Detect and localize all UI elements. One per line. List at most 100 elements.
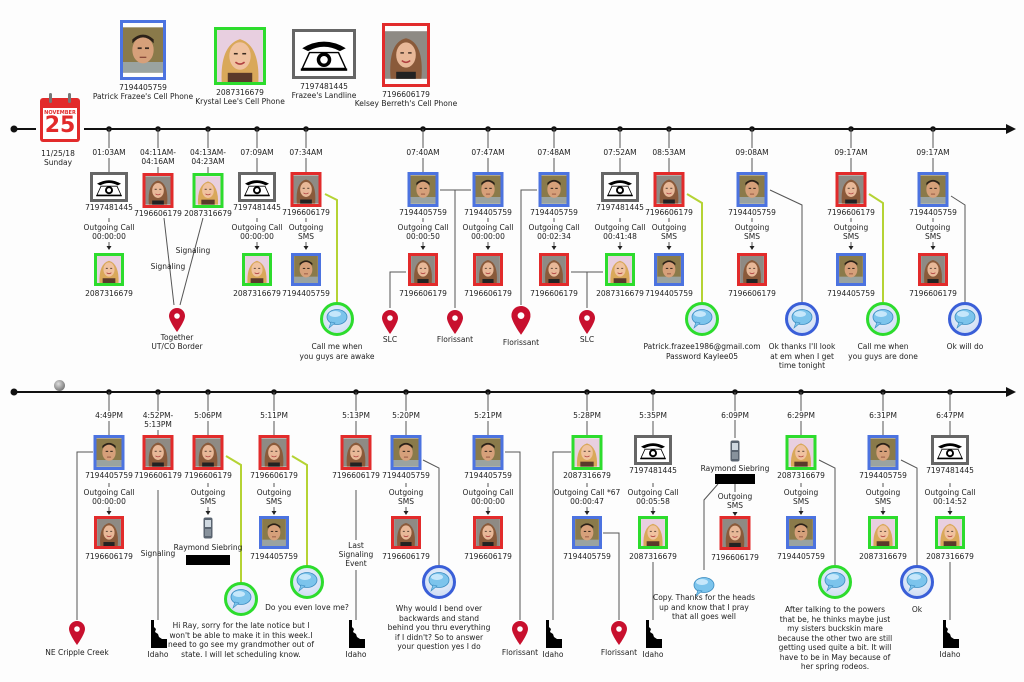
call-type: Outgoing Call bbox=[462, 488, 514, 497]
location-pin-icon[interactable] bbox=[69, 621, 85, 649]
recipient-photo[interactable] bbox=[94, 516, 124, 549]
caller-photo[interactable] bbox=[258, 435, 290, 470]
recipient-photo[interactable] bbox=[737, 253, 767, 286]
sms-message-icon[interactable] bbox=[948, 302, 982, 336]
arrow-down-icon bbox=[420, 246, 426, 250]
recipient-photo[interactable] bbox=[259, 516, 289, 549]
recipient-photo[interactable] bbox=[473, 253, 503, 286]
event-time: 07:09AM bbox=[240, 148, 274, 157]
event-time: 08:53AM bbox=[652, 148, 686, 157]
sms-message-icon[interactable] bbox=[290, 565, 324, 599]
caller-photo[interactable] bbox=[867, 435, 899, 470]
caller-photo[interactable] bbox=[407, 172, 439, 207]
caller-photo[interactable] bbox=[472, 172, 504, 207]
sms-message-icon[interactable] bbox=[866, 302, 900, 336]
event-time: 07:52AM bbox=[603, 148, 637, 157]
caller-photo[interactable] bbox=[785, 435, 817, 470]
call-type: Outgoing Call bbox=[83, 223, 135, 232]
recipient-photo[interactable] bbox=[654, 253, 684, 286]
location-pin-icon[interactable] bbox=[579, 310, 595, 338]
legend-photo-kelsey[interactable] bbox=[382, 23, 430, 87]
recipient-photo[interactable] bbox=[408, 253, 438, 286]
caller-number: 7194405759 bbox=[909, 208, 957, 217]
recipient-photo[interactable] bbox=[918, 253, 948, 286]
event-time: 5:13PM bbox=[342, 411, 370, 420]
call-type: Outgoing Call bbox=[627, 488, 679, 497]
location-pin-icon[interactable] bbox=[611, 621, 627, 649]
caller-photo[interactable] bbox=[571, 435, 603, 470]
recipient-photo[interactable] bbox=[572, 516, 602, 549]
recipient-photo[interactable] bbox=[473, 516, 503, 549]
location-pin-icon[interactable] bbox=[511, 306, 531, 339]
contact-name: Raymond Siebring bbox=[700, 464, 770, 473]
arrow-down-icon bbox=[930, 246, 936, 250]
signaling-label: Signaling bbox=[140, 549, 176, 558]
recipient-photo[interactable] bbox=[605, 253, 635, 286]
caller-photo[interactable] bbox=[601, 172, 639, 202]
caller-photo[interactable] bbox=[238, 172, 276, 202]
caller-photo[interactable] bbox=[472, 435, 504, 470]
caller-photo[interactable] bbox=[340, 435, 372, 470]
legend-photo-patrick[interactable] bbox=[120, 20, 166, 80]
location-pin-icon[interactable] bbox=[169, 308, 185, 336]
location-label: Idaho bbox=[939, 650, 961, 659]
recipient-photo[interactable] bbox=[242, 253, 272, 286]
recipient-photo[interactable] bbox=[539, 253, 569, 286]
connector-line bbox=[179, 217, 204, 306]
location-pin-icon[interactable] bbox=[382, 310, 398, 338]
caller-photo[interactable] bbox=[192, 435, 224, 470]
legend-photo-krystal[interactable] bbox=[214, 27, 266, 85]
timeline-scrub-handle[interactable] bbox=[54, 380, 65, 391]
sms-message-icon[interactable] bbox=[785, 302, 819, 336]
caller-photo[interactable] bbox=[538, 172, 570, 207]
caller-photo[interactable] bbox=[931, 435, 969, 465]
recipient-photo[interactable] bbox=[391, 516, 421, 549]
recipient-photo[interactable] bbox=[291, 253, 321, 286]
location-pin-icon[interactable] bbox=[512, 621, 528, 649]
sms-message-icon[interactable] bbox=[320, 302, 354, 336]
arrow-down-icon bbox=[403, 511, 409, 515]
caller-photo[interactable] bbox=[634, 435, 672, 465]
recipient-photo[interactable] bbox=[935, 516, 965, 549]
recipient-photo[interactable] bbox=[836, 253, 866, 286]
sms-message-icon[interactable] bbox=[818, 565, 852, 599]
timeline-end-arrow bbox=[1006, 124, 1016, 134]
arrow-down-icon bbox=[798, 511, 804, 515]
recipient-photo[interactable] bbox=[868, 516, 898, 549]
event-time: 5:20PM bbox=[392, 411, 420, 420]
recipient-photo[interactable] bbox=[719, 516, 751, 550]
caller-photo[interactable] bbox=[736, 172, 768, 207]
caller-photo[interactable] bbox=[93, 435, 125, 470]
event-time: 6:47PM bbox=[936, 411, 964, 420]
call-type: Outgoing Call bbox=[231, 223, 283, 232]
sms-message-icon[interactable] bbox=[224, 582, 258, 616]
sms-message-icon[interactable] bbox=[900, 565, 934, 599]
arrow-down-icon bbox=[485, 246, 491, 250]
caller-photo[interactable] bbox=[653, 172, 685, 207]
caller-photo[interactable] bbox=[390, 435, 422, 470]
calendar-day: 25 bbox=[44, 113, 76, 138]
location-label: SLC bbox=[579, 335, 595, 344]
recipient-photo[interactable] bbox=[638, 516, 668, 549]
sms-message-icon[interactable] bbox=[422, 565, 456, 599]
caller-photo[interactable] bbox=[142, 173, 174, 208]
caller-number: 7197481445 bbox=[596, 203, 644, 212]
caller-photo[interactable] bbox=[142, 435, 174, 470]
event-time: 6:09PM bbox=[721, 411, 749, 420]
caller-photo[interactable] bbox=[835, 172, 867, 207]
caller-number: 7196606179 bbox=[827, 208, 875, 217]
caller-number: 7194405759 bbox=[399, 208, 447, 217]
sms-message-icon[interactable] bbox=[685, 302, 719, 336]
caller-photo[interactable] bbox=[917, 172, 949, 207]
recipient-photo[interactable] bbox=[786, 516, 816, 549]
caller-photo[interactable] bbox=[192, 173, 224, 208]
sms-message-icon[interactable] bbox=[687, 570, 721, 604]
caller-photo[interactable] bbox=[90, 172, 128, 202]
caller-photo[interactable] bbox=[290, 172, 322, 207]
recipient-photo[interactable] bbox=[94, 253, 124, 286]
legend-photo-landline[interactable] bbox=[292, 29, 356, 79]
location-label: Idaho bbox=[345, 650, 367, 659]
location-pin-icon[interactable] bbox=[447, 310, 463, 338]
call-type: Outgoing Call bbox=[83, 488, 135, 497]
call-detail: 00:05:58 bbox=[636, 497, 670, 506]
